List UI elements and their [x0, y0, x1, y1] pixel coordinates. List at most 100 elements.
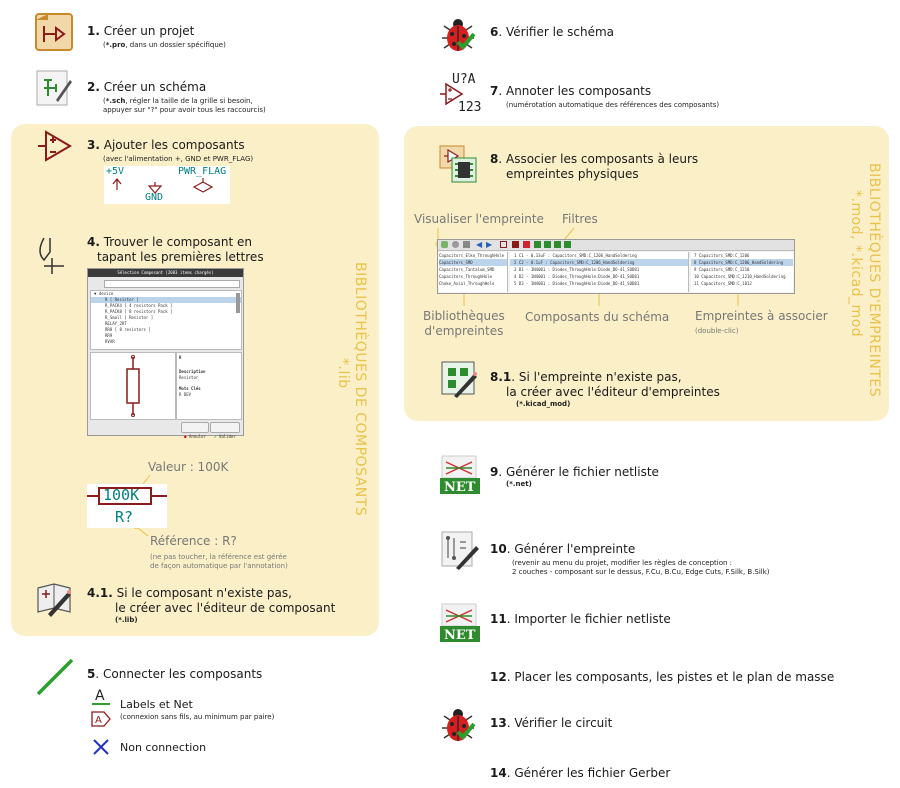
list-item[interactable]: 3 D1 - 1N4001 : Diodes_ThroughHole:Diode…	[514, 267, 640, 272]
step-13: 13. Vérifier le circuit	[490, 716, 613, 730]
cvpcb-window: ◀ ▶ Capacitors_Elko_ThroughHole Capacito…	[437, 239, 795, 294]
dialog-titlebar: Sélection Composant (2083 items chargés)	[88, 269, 243, 277]
schematic-icon	[34, 68, 74, 108]
pwr-flag-label: PWR_FLAG	[178, 166, 227, 177]
tree-row[interactable]: R_PACK8 [ 8 resistors Pack ]	[105, 309, 173, 314]
schematic-components-list[interactable]: 1 C1 - 0.33uF : Capacitors_SMD:C_1206_Ha…	[510, 252, 689, 292]
power-symbols: +5V GND PWR_FLAG	[104, 166, 230, 204]
validate-button[interactable]: ✔ Valider	[210, 422, 240, 439]
step-14: 14. Générer les fichier Gerber	[490, 766, 671, 780]
reference-label: Référence : R? (ne pas toucher, la référ…	[150, 534, 288, 570]
import-netlist-icon: NET	[438, 602, 482, 644]
step-2: 2. Créer un schéma (*.sch, régler la tai…	[87, 80, 266, 114]
netlist-icon: NET	[438, 454, 482, 496]
schematic-components-label: Composants du schéma	[525, 310, 670, 324]
no-connect-icon	[92, 738, 110, 756]
component-tree[interactable]: ▼ device R [ Resistor ] R_PACK4 [ 4 resi…	[90, 290, 242, 350]
step-12: 12. Placer les composants, les pistes et…	[490, 670, 835, 684]
tree-row[interactable]: RVAR	[105, 339, 115, 344]
resistor-value: 100K	[103, 486, 140, 504]
component-info: R Description Resistor Mots Clés R DEV	[176, 352, 242, 420]
tree-row[interactable]: R [ Resistor ]	[91, 297, 241, 303]
list-item[interactable]: Capacitors_SMD	[439, 259, 507, 266]
filter-icon-4[interactable]	[544, 241, 551, 248]
symbol-preview	[90, 352, 176, 420]
step-10: 10. Générer l'empreinte (revenir au menu…	[490, 542, 770, 576]
tree-row[interactable]: RR8 [ 8 resistors ]	[105, 327, 151, 332]
list-item[interactable]: 2 C2 - 0.1uF : Capacitors_SMD:C_1206_Han…	[510, 259, 688, 266]
component-chooser-dialog: Sélection Composant (2083 items chargés)…	[87, 268, 244, 439]
list-item[interactable]: 11 Capacitors_SMD:C_1812	[694, 281, 752, 286]
config-icon[interactable]	[452, 241, 459, 248]
save-icon[interactable]	[441, 241, 448, 248]
gnd-label: GND	[145, 192, 164, 203]
step-5: 5. Connecter les composants	[87, 667, 263, 681]
list-item[interactable]: 9 Capacitors_SMD:C_1210	[694, 267, 750, 272]
footprints-library-ext: *.mod, *.kicad_mod	[848, 190, 864, 338]
component-editor-icon	[34, 578, 74, 618]
label-net-icon: A	[90, 686, 112, 708]
filter-icon-5[interactable]	[554, 241, 561, 248]
filter-icon-2[interactable]	[523, 241, 530, 248]
tree-row[interactable]: R_PACK4 [ 4 resistors Pack ]	[105, 303, 173, 308]
library-icon[interactable]	[463, 241, 470, 248]
list-item[interactable]: 5 D3 - 1N4001 : Diodes_ThroughHole:Diode…	[514, 281, 640, 286]
find-component-icon	[34, 234, 70, 274]
prev-arrow-icon[interactable]: ◀	[476, 240, 483, 249]
erc-ladybug-icon	[438, 14, 478, 54]
resistor-ref: R?	[115, 508, 134, 526]
svg-text:NET: NET	[444, 480, 476, 495]
pcbnew-icon	[438, 528, 480, 570]
cancel-button[interactable]: ● Annuler	[181, 422, 209, 439]
view-footprint-icon[interactable]	[500, 241, 507, 248]
step-9: 9. Générer le fichier netliste (*.net)	[490, 465, 659, 488]
list-item[interactable]: 8 Capacitors_SMD:C_1206_HandSoldering	[691, 259, 793, 266]
footprints-to-assign-list[interactable]: 7 Capacitors_SMD:C_1206 8 Capacitors_SMD…	[691, 252, 793, 292]
labels-note: (connexion sans fils, au minimum par pai…	[120, 713, 275, 721]
step-4-1: 4.1. Si le composant n'existe pas, le cr…	[87, 586, 336, 624]
step-8: 8. Associer les composants à leurs empre…	[490, 152, 699, 181]
step-7: 7. Annoter les composants (numérotation …	[490, 84, 720, 109]
footprint-editor-icon	[440, 358, 480, 398]
list-item[interactable]: 7 Capacitors_SMD:C_1206	[694, 253, 750, 258]
components-library-label: BIBLIOTHÈQUES DE COMPOSANTS	[352, 262, 368, 517]
tree-row[interactable]: R_Small [ Resistor ]	[105, 315, 154, 320]
wire-icon	[34, 656, 74, 696]
filter-input[interactable]: R	[104, 280, 240, 297]
list-item[interactable]: Choke_Axial_ThroughHole	[439, 281, 495, 286]
filter-icon-1[interactable]	[512, 241, 519, 248]
tree-row[interactable]: RELAY_2RT	[105, 321, 127, 326]
resistor-symbol: 100K R?	[87, 484, 167, 528]
tree-scrollbar[interactable]	[236, 293, 240, 313]
list-item[interactable]: 4 D2 - 1N4001 : Diodes_ThroughHole:Diode…	[514, 274, 640, 279]
cvpcb-toolbar: ◀ ▶	[438, 240, 794, 251]
cvpcb-icon	[438, 144, 478, 184]
svg-text:NET: NET	[444, 628, 476, 643]
step-3: 3. Ajouter les composants (avec l'alimen…	[87, 138, 254, 163]
list-item[interactable]: 1 C1 - 0.33uF : Capacitors_SMD:C_1206_Ha…	[514, 253, 637, 258]
labels-net-text: Labels et Net	[120, 698, 193, 711]
filter-icon-6[interactable]	[564, 241, 571, 248]
footprint-libraries-list[interactable]: Capacitors_Elko_ThroughHole Capacitors_S…	[439, 252, 508, 292]
svg-text:A: A	[95, 688, 105, 704]
footprints-to-assign-label: Empreintes à associer(double-clic)	[695, 309, 828, 336]
step-6: 6. Vérifier le schéma	[490, 25, 615, 39]
value-label: Valeur : 100K	[148, 460, 229, 474]
project-icon	[34, 12, 74, 52]
list-item[interactable]: 10 Capacitors_SMD:C_1210_HandSoldering	[694, 274, 786, 279]
global-label-icon: A	[90, 710, 112, 728]
list-item[interactable]: Capacitors_ThroughHole	[439, 274, 492, 279]
step-8-1: 8.1. Si l'empreinte n'existe pas, la cré…	[490, 370, 720, 408]
filter-icon-3[interactable]	[534, 241, 541, 248]
list-item[interactable]: Capacitors_Elko_ThroughHole	[439, 253, 505, 258]
visualize-footprint-label: Visualiser l'empreinte	[414, 212, 544, 226]
list-item[interactable]: Capacitors_Tantalum_SMD	[439, 267, 495, 272]
no-connect-text: Non connection	[120, 741, 207, 754]
step-11: 11. Importer le fichier netliste	[490, 612, 671, 626]
svg-text:A: A	[95, 715, 102, 726]
add-component-icon	[34, 128, 74, 164]
tree-row[interactable]: RR9	[105, 333, 113, 338]
step-1: 1. Créer un projet (*.pro, dans un dossi…	[87, 24, 226, 49]
next-arrow-icon[interactable]: ▶	[486, 240, 493, 249]
